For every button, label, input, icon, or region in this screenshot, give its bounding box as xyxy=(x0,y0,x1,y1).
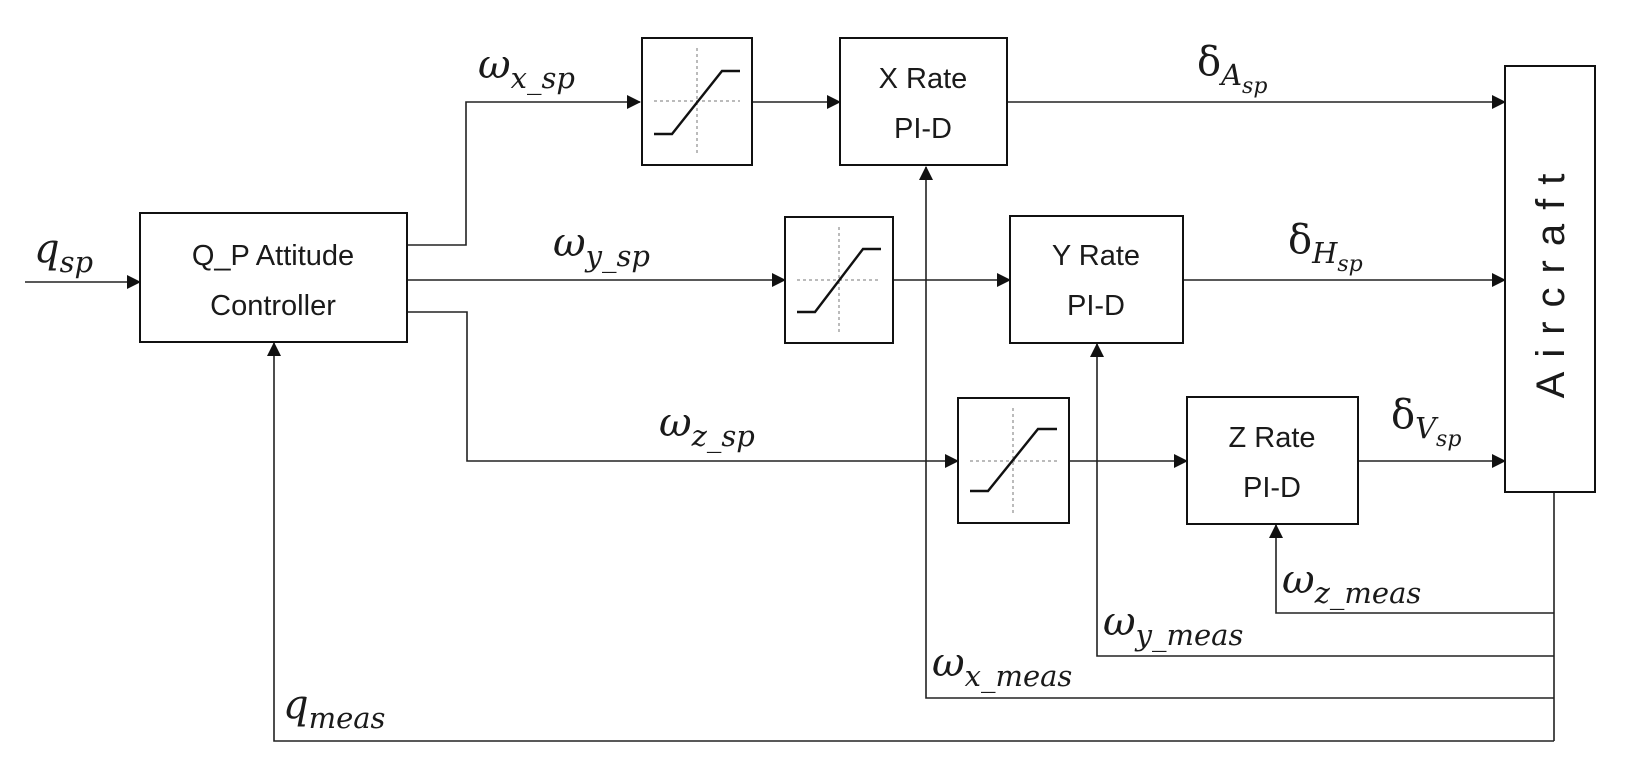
wire-q-meas xyxy=(267,342,1554,742)
wire-wx-sp xyxy=(408,95,641,246)
x-rate-pid-block: X Rate PI-D xyxy=(839,37,1008,166)
z-rate-pid-block: Z Rate PI-D xyxy=(1186,396,1359,525)
wire-wy-meas xyxy=(1090,343,1554,657)
label-q-sp: qsp xyxy=(34,226,93,279)
attitude-controller-label-2: Controller xyxy=(210,290,336,322)
wire-wz-meas xyxy=(1269,524,1554,614)
saturation-limiter-icon xyxy=(970,408,1057,513)
wire-wz-sp xyxy=(408,311,959,468)
saturation-block-y xyxy=(784,216,894,344)
label-omega-x-sp: ωx_sp xyxy=(478,42,575,96)
saturation-block-z xyxy=(957,397,1070,524)
y-rate-label-2: PI-D xyxy=(1067,290,1125,322)
label-delta-a-sp: δAsp xyxy=(1197,39,1267,99)
z-rate-label-1: Z Rate xyxy=(1228,422,1315,454)
y-rate-label-1: Y Rate xyxy=(1052,240,1140,272)
attitude-controller-label-1: Q_P Attitude xyxy=(192,240,354,272)
signal-labels: qsp qmeas ωx_sp ωy_sp ωz_sp ωz_meas ωy_m… xyxy=(34,39,1461,735)
x-rate-label-1: X Rate xyxy=(879,63,968,95)
attitude-controller-block: Q_P Attitude Controller xyxy=(139,212,408,343)
saturation-limiter-icon xyxy=(797,227,881,333)
z-rate-label-2: PI-D xyxy=(1243,472,1301,504)
wire-wx-meas xyxy=(919,166,1554,699)
label-omega-y-meas: ωy_meas xyxy=(1103,599,1243,653)
label-omega-z-meas: ωz_meas xyxy=(1282,557,1421,611)
label-omega-x-meas: ωx_meas xyxy=(932,640,1072,694)
y-rate-pid-block: Y Rate PI-D xyxy=(1009,215,1184,344)
label-delta-v-sp: δVsp xyxy=(1391,392,1461,452)
label-omega-z-sp: ωz_sp xyxy=(659,400,755,454)
aircraft-block: Aircraft xyxy=(1504,65,1596,493)
saturation-block-x xyxy=(641,37,753,166)
aircraft-label: Aircraft xyxy=(1529,160,1573,399)
signal-wires xyxy=(25,95,1555,742)
x-rate-label-2: PI-D xyxy=(894,113,952,145)
saturation-limiter-icon xyxy=(654,48,740,155)
label-omega-y-sp: ωy_sp xyxy=(553,220,650,274)
label-q-meas: qmeas xyxy=(283,682,385,735)
label-delta-h-sp: δHsp xyxy=(1288,217,1363,277)
